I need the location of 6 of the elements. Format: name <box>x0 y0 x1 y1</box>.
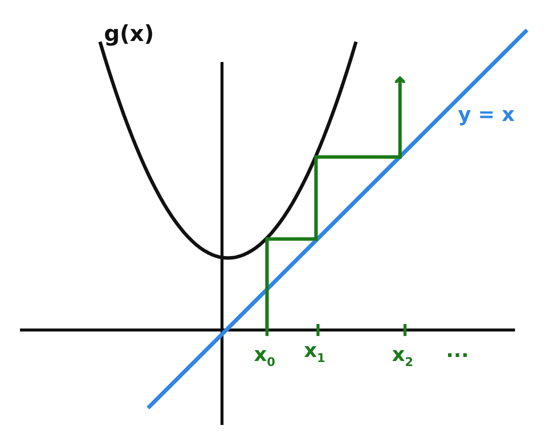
iterate-label: x$_{2}$ <box>392 344 414 368</box>
iterate-label: x$_{1}$ <box>304 340 326 364</box>
iterate-label: x$_{0}$ <box>254 344 276 368</box>
ellipsis: ... <box>446 340 469 360</box>
function-label: g(x) <box>104 24 154 46</box>
line-label: y = x <box>458 104 515 124</box>
